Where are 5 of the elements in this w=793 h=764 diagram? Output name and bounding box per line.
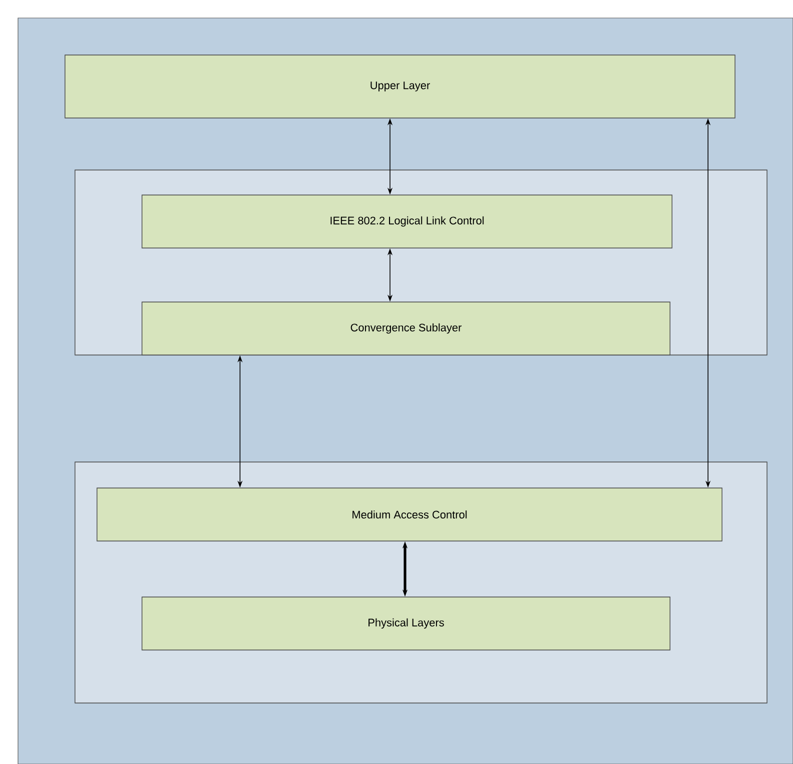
layer-box: Physical Layers bbox=[142, 596, 670, 650]
layer-box: Upper Layer bbox=[64, 54, 736, 118]
layer-box: Medium Access Control bbox=[96, 488, 722, 542]
layer-box: IEEE 802.2 Logical Link Control bbox=[142, 194, 672, 248]
layer-box: Convergence Sublayer bbox=[142, 302, 670, 356]
